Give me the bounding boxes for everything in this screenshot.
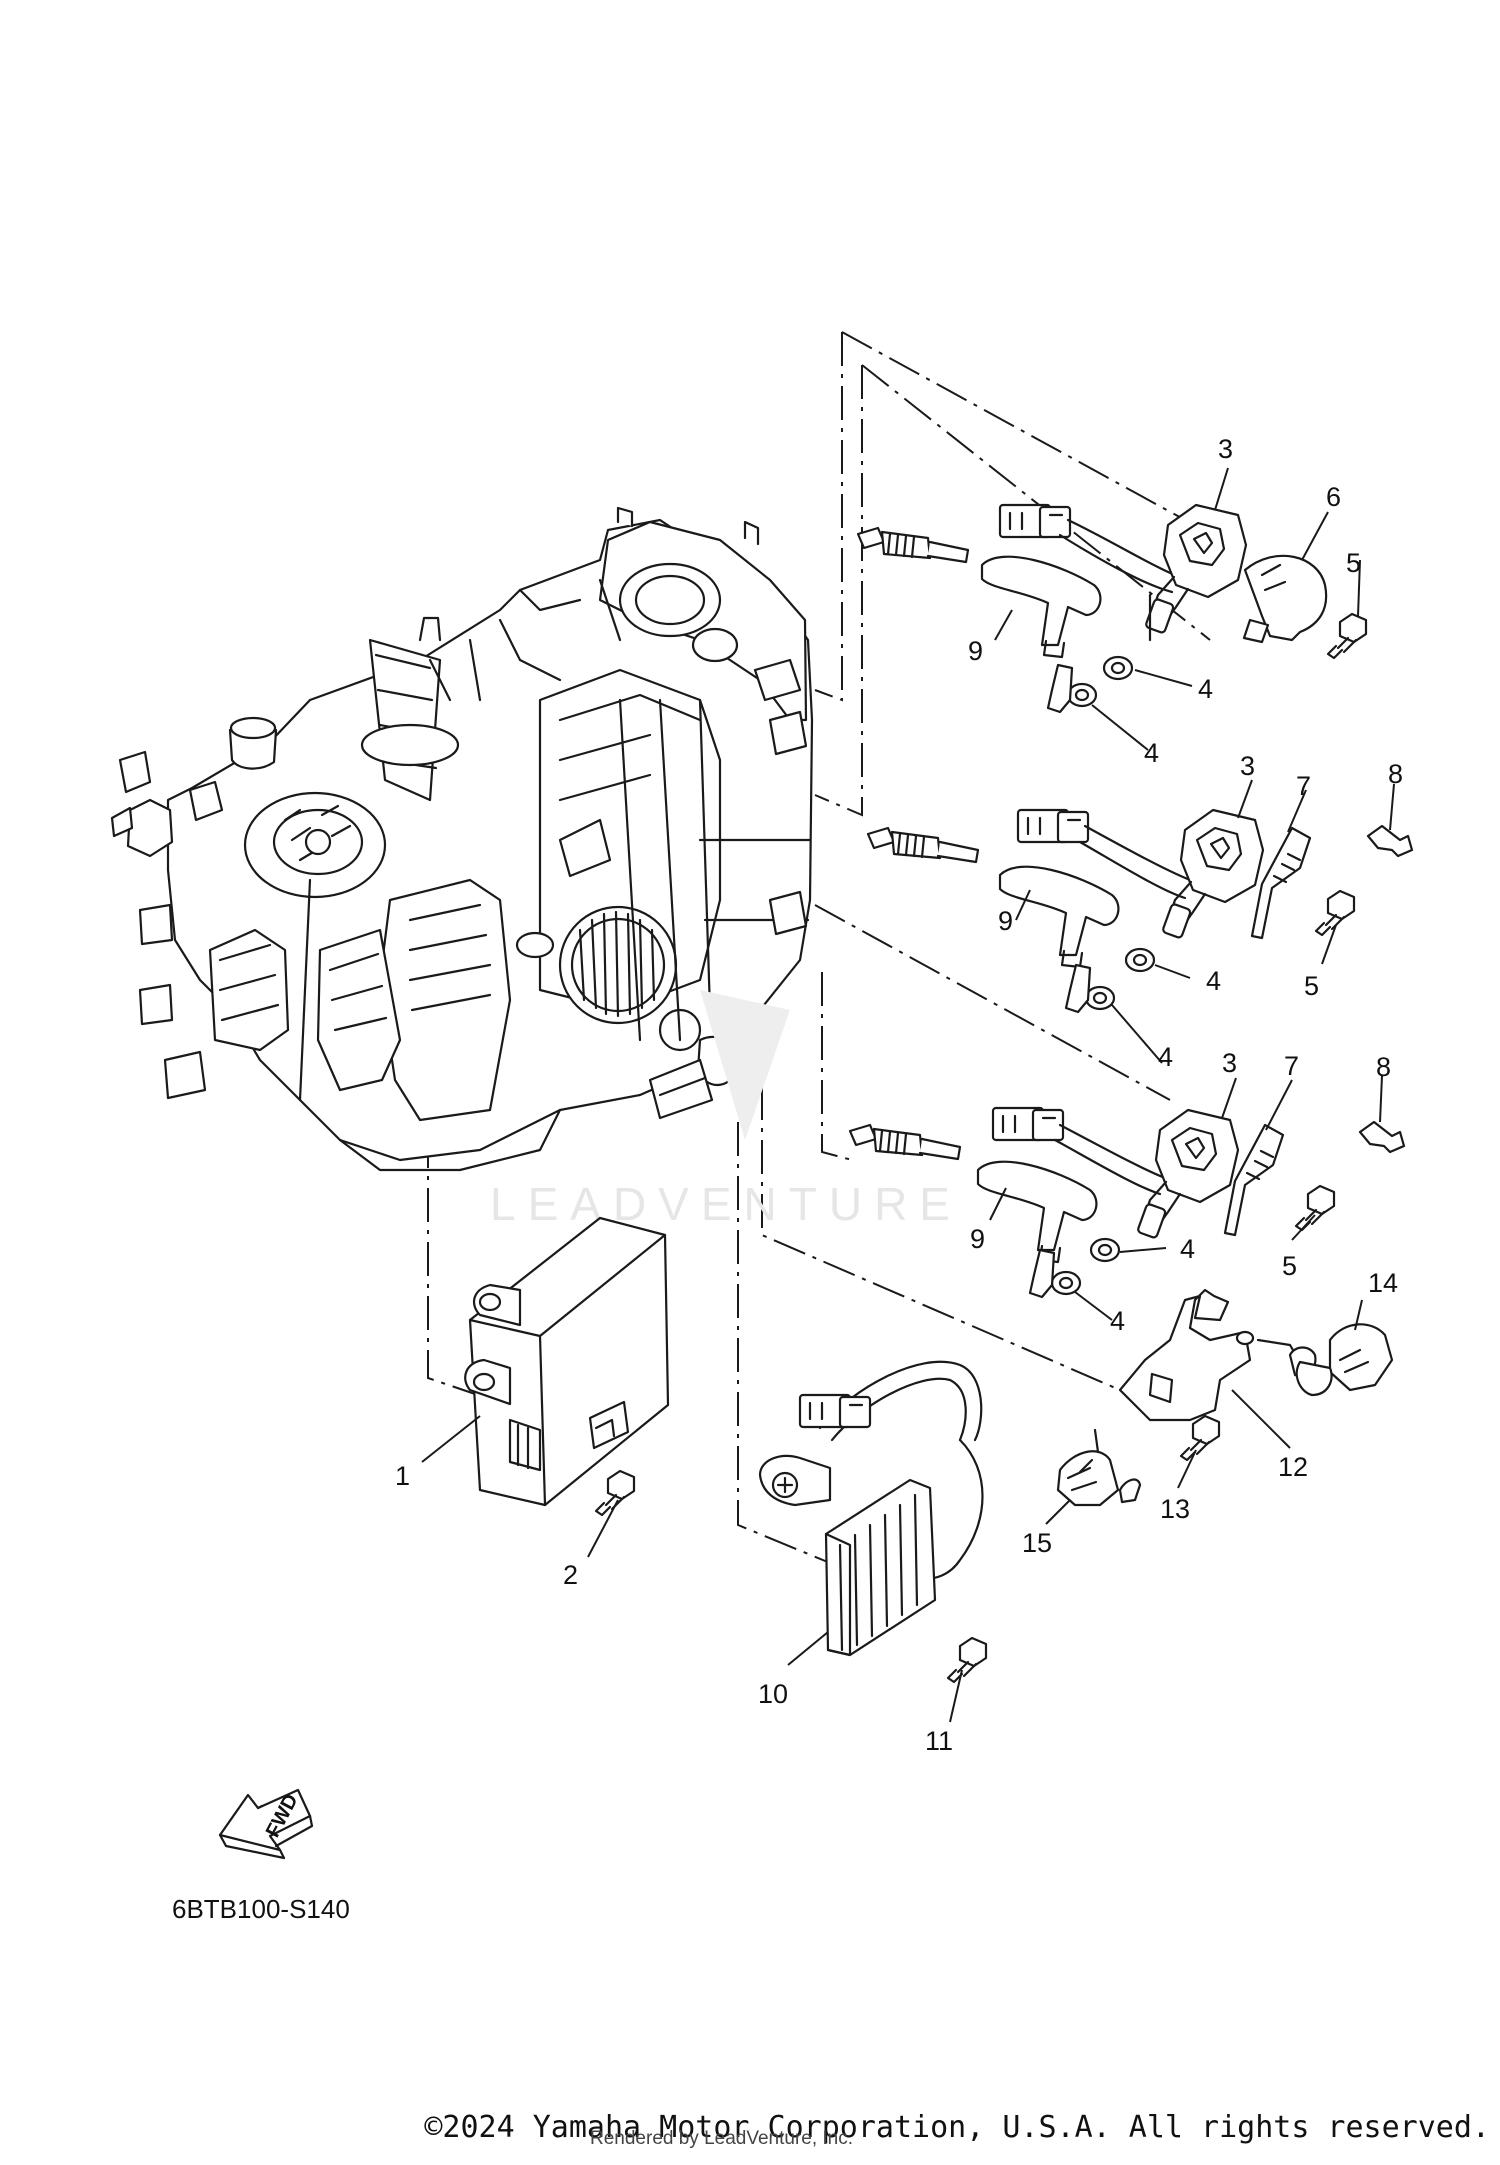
callout-13: 13 — [1160, 1494, 1190, 1524]
engine-block — [110, 506, 814, 1172]
forward-direction-arrow: FWD — [218, 1788, 314, 1860]
leader-lines — [421, 467, 1395, 1723]
grommet-3a — [1089, 1237, 1121, 1263]
callout-12: 12 — [1278, 1452, 1308, 1482]
cylinder-3-ignition-assembly — [848, 1106, 1406, 1299]
callout-3a: 3 — [1218, 434, 1233, 464]
callout-8a: 8 — [1388, 759, 1403, 789]
bolt-3 — [1294, 1184, 1336, 1232]
callout-4d: 4 — [1158, 1042, 1173, 1072]
callout-11: 11 — [925, 1726, 953, 1756]
callout-4a: 4 — [1198, 674, 1213, 704]
rectifier-bolt — [946, 1636, 988, 1684]
spark-plug-1 — [856, 526, 970, 564]
cdi-bolt — [594, 1469, 636, 1517]
callout-14: 14 — [1368, 1268, 1398, 1298]
ignition-coil-3 — [1136, 1108, 1240, 1240]
spark-plug-2 — [866, 826, 980, 864]
connector-1 — [998, 503, 1072, 539]
rectifier-regulator — [758, 1360, 984, 1657]
leadventure-watermark: LEADVENTURE — [490, 990, 962, 1230]
callout-numbers: 1 2 3 3 3 4 4 4 4 4 4 5 5 5 6 7 7 8 8 9 … — [395, 434, 1403, 1756]
callout-4f: 4 — [1110, 1306, 1125, 1336]
callout-4c: 4 — [1206, 966, 1221, 996]
callout-3b: 3 — [1240, 751, 1255, 781]
bracket-12-bolt — [1179, 1414, 1221, 1462]
callout-9a: 9 — [968, 636, 983, 666]
callout-2: 2 — [563, 1560, 578, 1590]
grommet-1b — [1066, 682, 1098, 708]
callout-7b: 7 — [1284, 1051, 1299, 1081]
grommet-3b — [1050, 1270, 1082, 1296]
callout-4e: 4 — [1180, 1234, 1195, 1264]
clip-2 — [1366, 824, 1414, 858]
bolt-1 — [1326, 612, 1368, 660]
plug-cap-1 — [980, 555, 1102, 659]
grommet-2b — [1084, 985, 1116, 1011]
bracket-12-assembly — [1056, 1288, 1394, 1507]
cdi-unit — [464, 1216, 670, 1507]
callout-15: 15 — [1022, 1528, 1052, 1558]
grommet-2a — [1124, 947, 1156, 973]
copyright-notice: ©2024 Yamaha Motor Corporation, U.S.A. A… — [424, 2110, 1490, 2145]
plug-cap-3 — [976, 1160, 1098, 1264]
callout-7a: 7 — [1296, 771, 1311, 801]
connector-2 — [1016, 808, 1090, 844]
connector-3 — [991, 1106, 1065, 1142]
watermark-text: LEADVENTURE — [490, 1178, 962, 1230]
part-code: 6BTB100-S140 — [172, 1894, 350, 1924]
callout-9c: 9 — [970, 1224, 985, 1254]
callout-5b: 5 — [1304, 971, 1319, 1001]
callout-1: 1 — [395, 1461, 410, 1491]
callout-3c: 3 — [1222, 1048, 1237, 1078]
callout-5a: 5 — [1346, 548, 1361, 578]
grommet-1a — [1102, 655, 1134, 681]
callout-9b: 9 — [998, 906, 1013, 936]
clip-3 — [1358, 1120, 1406, 1154]
cylinder-1-ignition-assembly — [856, 503, 1368, 714]
callout-8b: 8 — [1376, 1052, 1391, 1082]
rendered-by-credit: Rendered by LeadVenture, Inc. — [590, 2128, 854, 2149]
spark-plug-3 — [848, 1123, 962, 1161]
cylinder-2-ignition-assembly — [866, 808, 1414, 1014]
callout-5c: 5 — [1282, 1251, 1297, 1281]
rectifier-connector — [798, 1393, 872, 1429]
callout-6: 6 — [1326, 482, 1341, 512]
callout-10: 10 — [758, 1679, 788, 1709]
callout-4b: 4 — [1144, 738, 1159, 768]
